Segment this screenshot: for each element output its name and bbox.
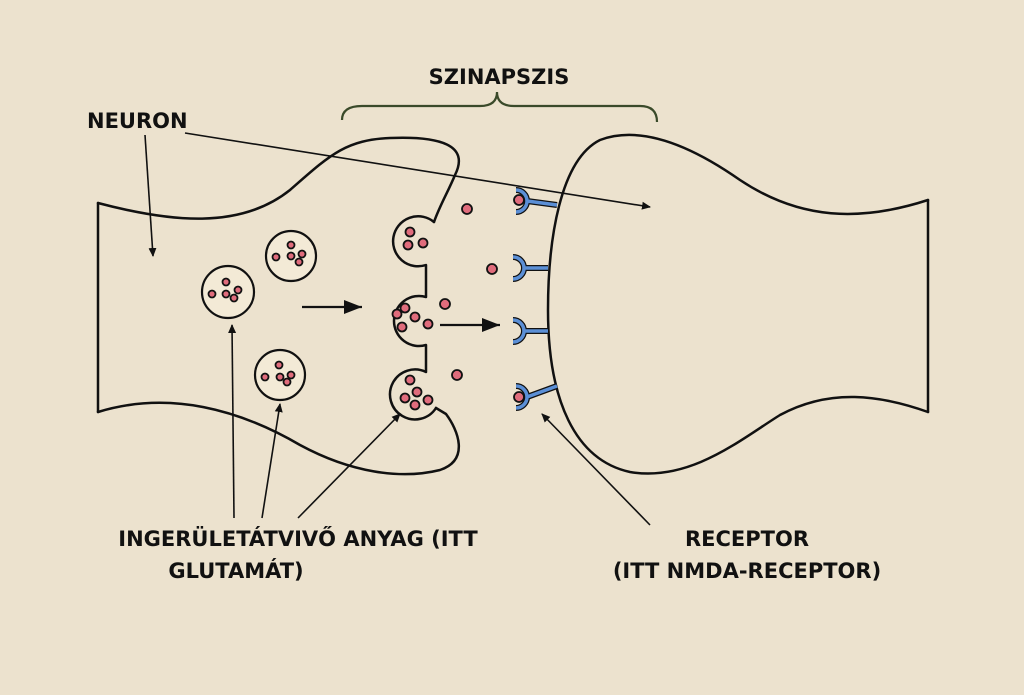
neurotransmitter-label-line1: INGERÜLETÁTVIVŐ ANYAG (ITT [118, 526, 478, 551]
pointer-lines [144, 132, 651, 526]
receptor-pointer [541, 413, 651, 526]
receptors [512, 187, 559, 411]
receptor [512, 254, 548, 282]
receptor [515, 383, 559, 411]
neuron-pointer [144, 134, 157, 257]
postsynaptic-neuron [546, 133, 930, 475]
receptor-label-line1: RECEPTOR [685, 527, 809, 551]
synapse-brace [340, 91, 659, 123]
receptor [512, 317, 548, 345]
receptor-label-line2: (ITT NMDA-RECEPTOR) [613, 559, 881, 583]
vesicle [264, 229, 318, 283]
neurotransmitter-molecules [391, 194, 525, 411]
neuron-pointer [184, 132, 651, 210]
receptor [515, 187, 558, 215]
vesicle [253, 348, 307, 402]
transmitter-pointer [228, 324, 237, 519]
neurotransmitter-label-line2: GLUTAMÁT) [168, 558, 303, 583]
transmitter-pointer [261, 403, 283, 519]
transmitter-pointer [297, 413, 401, 519]
neuron-label: NEURON [87, 109, 188, 133]
vesicle [200, 264, 256, 320]
synapse-label: SZINAPSZIS [429, 65, 570, 89]
